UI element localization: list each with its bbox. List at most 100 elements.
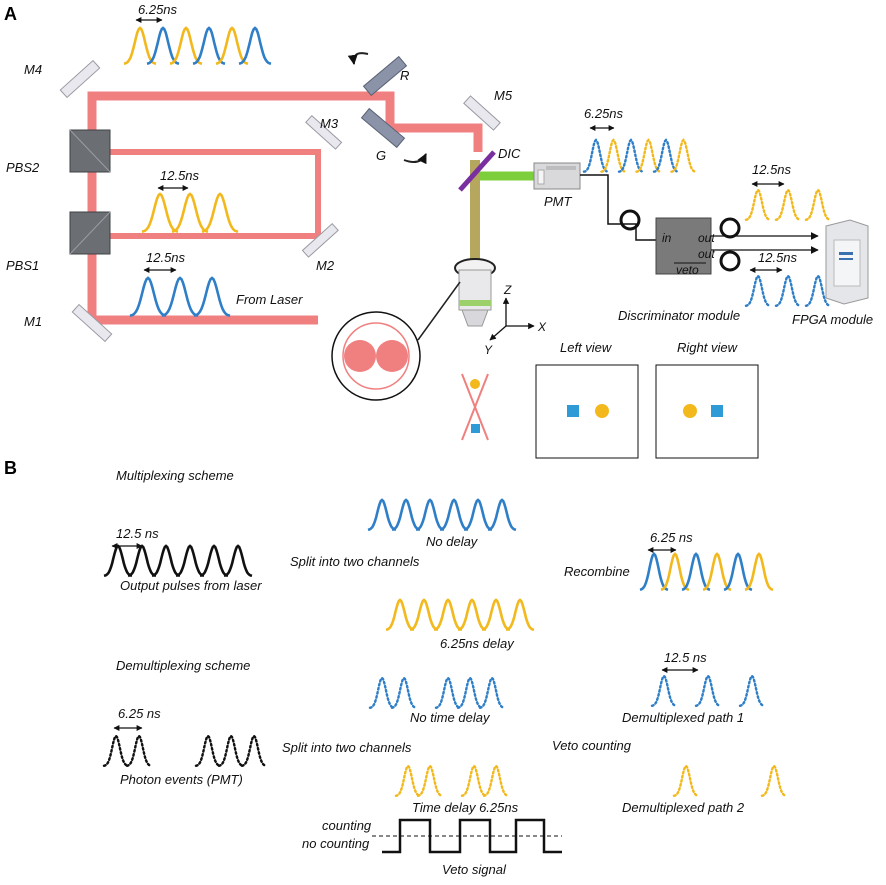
pulse xyxy=(433,598,463,632)
delay-625-label: 6.25ns delay xyxy=(440,636,515,651)
mirror-m1-label: M1 xyxy=(24,314,42,329)
no-delay-label: No delay xyxy=(426,534,479,549)
pbs-cubes xyxy=(69,129,111,255)
pulse xyxy=(146,26,180,65)
mirror-r xyxy=(362,55,408,97)
timing-mid-label: 12.5ns xyxy=(160,168,200,183)
objective-lens xyxy=(454,258,496,327)
pmt-delay-loop xyxy=(619,209,641,231)
pulse xyxy=(434,676,462,709)
recombine-label: Recombine xyxy=(564,564,630,579)
split1-label: Split into two channels xyxy=(290,554,420,569)
panel-a-label: A xyxy=(4,4,17,24)
mirror-m1 xyxy=(71,303,113,343)
photon-timing-label: 6.25 ns xyxy=(118,706,161,721)
pulse xyxy=(639,552,669,591)
path2-label: Demultiplexed path 2 xyxy=(622,800,745,815)
pulse xyxy=(694,674,722,707)
mirror-r-label: R xyxy=(400,68,409,83)
laser-timing-label: 12.5 ns xyxy=(116,526,159,541)
pulse xyxy=(151,544,181,578)
right-view-dot xyxy=(683,404,697,418)
pulse xyxy=(505,598,535,632)
mirror-g-label: G xyxy=(376,148,386,163)
pmt-cable xyxy=(580,174,656,241)
fpga-device xyxy=(825,219,869,305)
pulse xyxy=(744,552,774,591)
pulse xyxy=(617,138,645,173)
pulse xyxy=(169,26,203,65)
pulse xyxy=(582,138,610,173)
pulse xyxy=(238,26,272,65)
disc-in-label: in xyxy=(662,231,672,245)
pulse-trains xyxy=(102,26,832,797)
timing-laser-label: 12.5ns xyxy=(146,250,186,265)
pulse xyxy=(192,26,226,65)
pulse xyxy=(439,498,469,532)
discriminator-box xyxy=(655,217,712,275)
mirror-m3 xyxy=(305,114,343,150)
pulse xyxy=(738,674,766,707)
veto-square-wave xyxy=(382,818,562,854)
pulse xyxy=(102,734,130,767)
veto-counting-label: Veto counting xyxy=(552,738,632,753)
disc-veto-label: veto xyxy=(676,263,699,277)
axis-z-label: Z xyxy=(503,283,512,297)
path1-timing-label: 12.5 ns xyxy=(664,650,707,665)
pulse xyxy=(125,734,153,767)
timing-top-label: 6.25ns xyxy=(138,2,178,17)
pulse xyxy=(652,138,680,173)
pulse xyxy=(240,734,268,767)
mirror-m4 xyxy=(59,59,101,99)
demux-title: Demultiplexing scheme xyxy=(116,658,250,673)
pulse xyxy=(672,764,700,797)
pulse xyxy=(415,498,445,532)
disc-out1-label: out xyxy=(698,231,715,245)
pulse xyxy=(409,598,439,632)
axis-x-label: X xyxy=(537,320,547,334)
rotate-g-icon xyxy=(403,153,427,165)
beam-main xyxy=(87,91,483,325)
pulse xyxy=(744,274,772,307)
counting-label: counting xyxy=(322,818,372,833)
pulse xyxy=(463,498,493,532)
mirror-m5-label: M5 xyxy=(494,88,513,103)
pulse xyxy=(161,276,199,317)
pulse xyxy=(385,598,415,632)
pulse xyxy=(141,192,179,233)
pulse xyxy=(660,552,690,591)
no-counting-label: no counting xyxy=(302,836,370,851)
timing-pmt-label: 6.25ns xyxy=(584,106,624,121)
out-loop-2 xyxy=(719,250,741,272)
pulse xyxy=(391,498,421,532)
veto-signal-label: Veto signal xyxy=(442,862,507,877)
pulse xyxy=(457,598,487,632)
pulse xyxy=(416,764,444,797)
pulse xyxy=(478,676,506,709)
mux-title: Multiplexing scheme xyxy=(116,468,234,483)
pulse xyxy=(600,138,627,173)
mirror-m3-label: M3 xyxy=(320,116,339,131)
laser-caption: Output pulses from laser xyxy=(120,578,262,593)
mirror-g xyxy=(360,107,406,149)
pulse xyxy=(390,676,418,709)
pulse xyxy=(482,764,510,797)
pulse xyxy=(681,552,711,591)
pulse xyxy=(702,552,732,591)
pulse xyxy=(368,676,396,709)
pulse xyxy=(460,764,488,797)
focus-beams xyxy=(461,373,489,441)
pmt-device xyxy=(533,162,581,190)
mirror-m2 xyxy=(301,222,339,258)
pulse xyxy=(774,274,802,307)
pulse xyxy=(774,188,802,221)
axis-y-label: Y xyxy=(484,343,493,357)
right-view-label: Right view xyxy=(677,340,739,355)
pulse xyxy=(760,764,788,797)
pulse xyxy=(175,544,205,578)
left-view-label: Left view xyxy=(560,340,613,355)
out-loop-1 xyxy=(719,217,741,239)
pulse xyxy=(199,544,229,578)
laser-beam-paths xyxy=(87,91,483,325)
